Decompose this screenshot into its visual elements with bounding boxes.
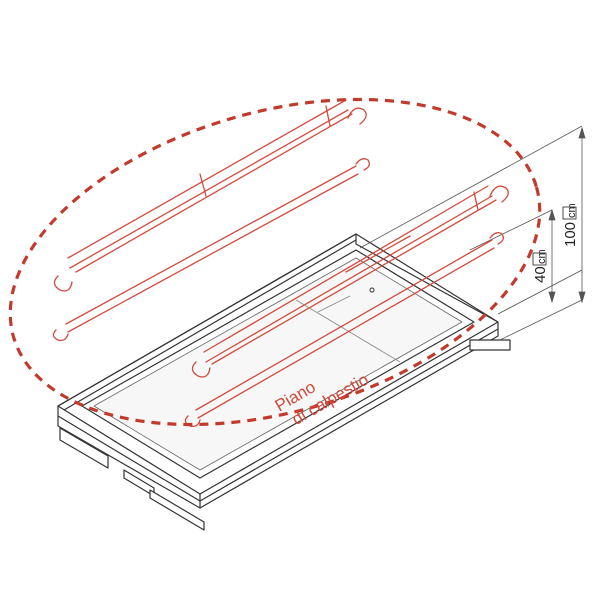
dim-100-label: 100 cm: [562, 203, 579, 247]
guide-line-low: [497, 269, 583, 315]
hatch-latch: [369, 287, 375, 293]
guardrails: [52, 99, 509, 428]
foot-hook-right: [469, 339, 511, 351]
walking-deck-panel: [93, 257, 463, 471]
guide-line-mid: [469, 209, 553, 251]
dim-100-arrow-top: [578, 126, 586, 139]
left-beam-mid: [57, 415, 201, 502]
handrail-left-top-b: [69, 109, 349, 269]
short-rail-deck: [345, 235, 411, 273]
handrail-front-top-a: [203, 185, 489, 353]
dim-40-unit: cm: [536, 249, 548, 264]
handrail-left-top-a: [67, 99, 347, 259]
back-beam-edge: [57, 233, 357, 407]
clamp-midrail-left-far: [355, 158, 370, 171]
dim-100-unit-box: [562, 206, 577, 220]
handrail-joint-1: [199, 173, 207, 197]
platform-inner-rim: [81, 249, 475, 479]
back-beam-inner: [63, 239, 357, 411]
clamp-midrail-front-far: [489, 232, 504, 245]
deck-seam: [295, 299, 401, 363]
dim-40-value: 40: [532, 266, 549, 283]
handrail-front-joint: [473, 191, 479, 211]
clamp-left-top-end: [53, 275, 73, 292]
front-beam-mid: [199, 328, 499, 502]
dim-40-label: 40 cm: [532, 249, 549, 283]
guardrail-highlight-outline: [8, 97, 542, 427]
guide-line-top: [359, 125, 583, 249]
foot-hook-left: [59, 427, 109, 469]
front-beam-lower: [199, 322, 499, 509]
dim-100-unit: cm: [566, 203, 578, 218]
midrail-front-b: [197, 247, 495, 419]
handrail-front-top-c: [211, 199, 497, 365]
clamp-midrail-left-near: [52, 329, 69, 342]
handrail-left-top-c: [75, 113, 353, 273]
handrail-front-top-b: [205, 195, 493, 363]
clamp-front-top-far: [489, 185, 509, 203]
dim-100-value: 100: [562, 222, 579, 247]
handrail-joint-2: [325, 105, 331, 127]
midrail-front-a: [195, 239, 493, 411]
back-beam: [355, 234, 499, 323]
dim-40-arrow-bottom: [548, 291, 556, 304]
dim-100-arrow-bottom: [578, 291, 586, 304]
deck-seam-2: [317, 295, 351, 313]
clamp-left-top-far: [347, 107, 367, 125]
midrail-left-b: [67, 173, 359, 333]
dim-40-arrow-top: [548, 208, 556, 221]
dimension-guides: [359, 125, 586, 341]
clamp-front-top-near: [191, 361, 211, 378]
guide-line-base: [499, 299, 583, 341]
foot-hook-front: [149, 489, 205, 531]
midrail-left-a: [65, 165, 357, 325]
dim-40-unit-box: [532, 252, 547, 266]
